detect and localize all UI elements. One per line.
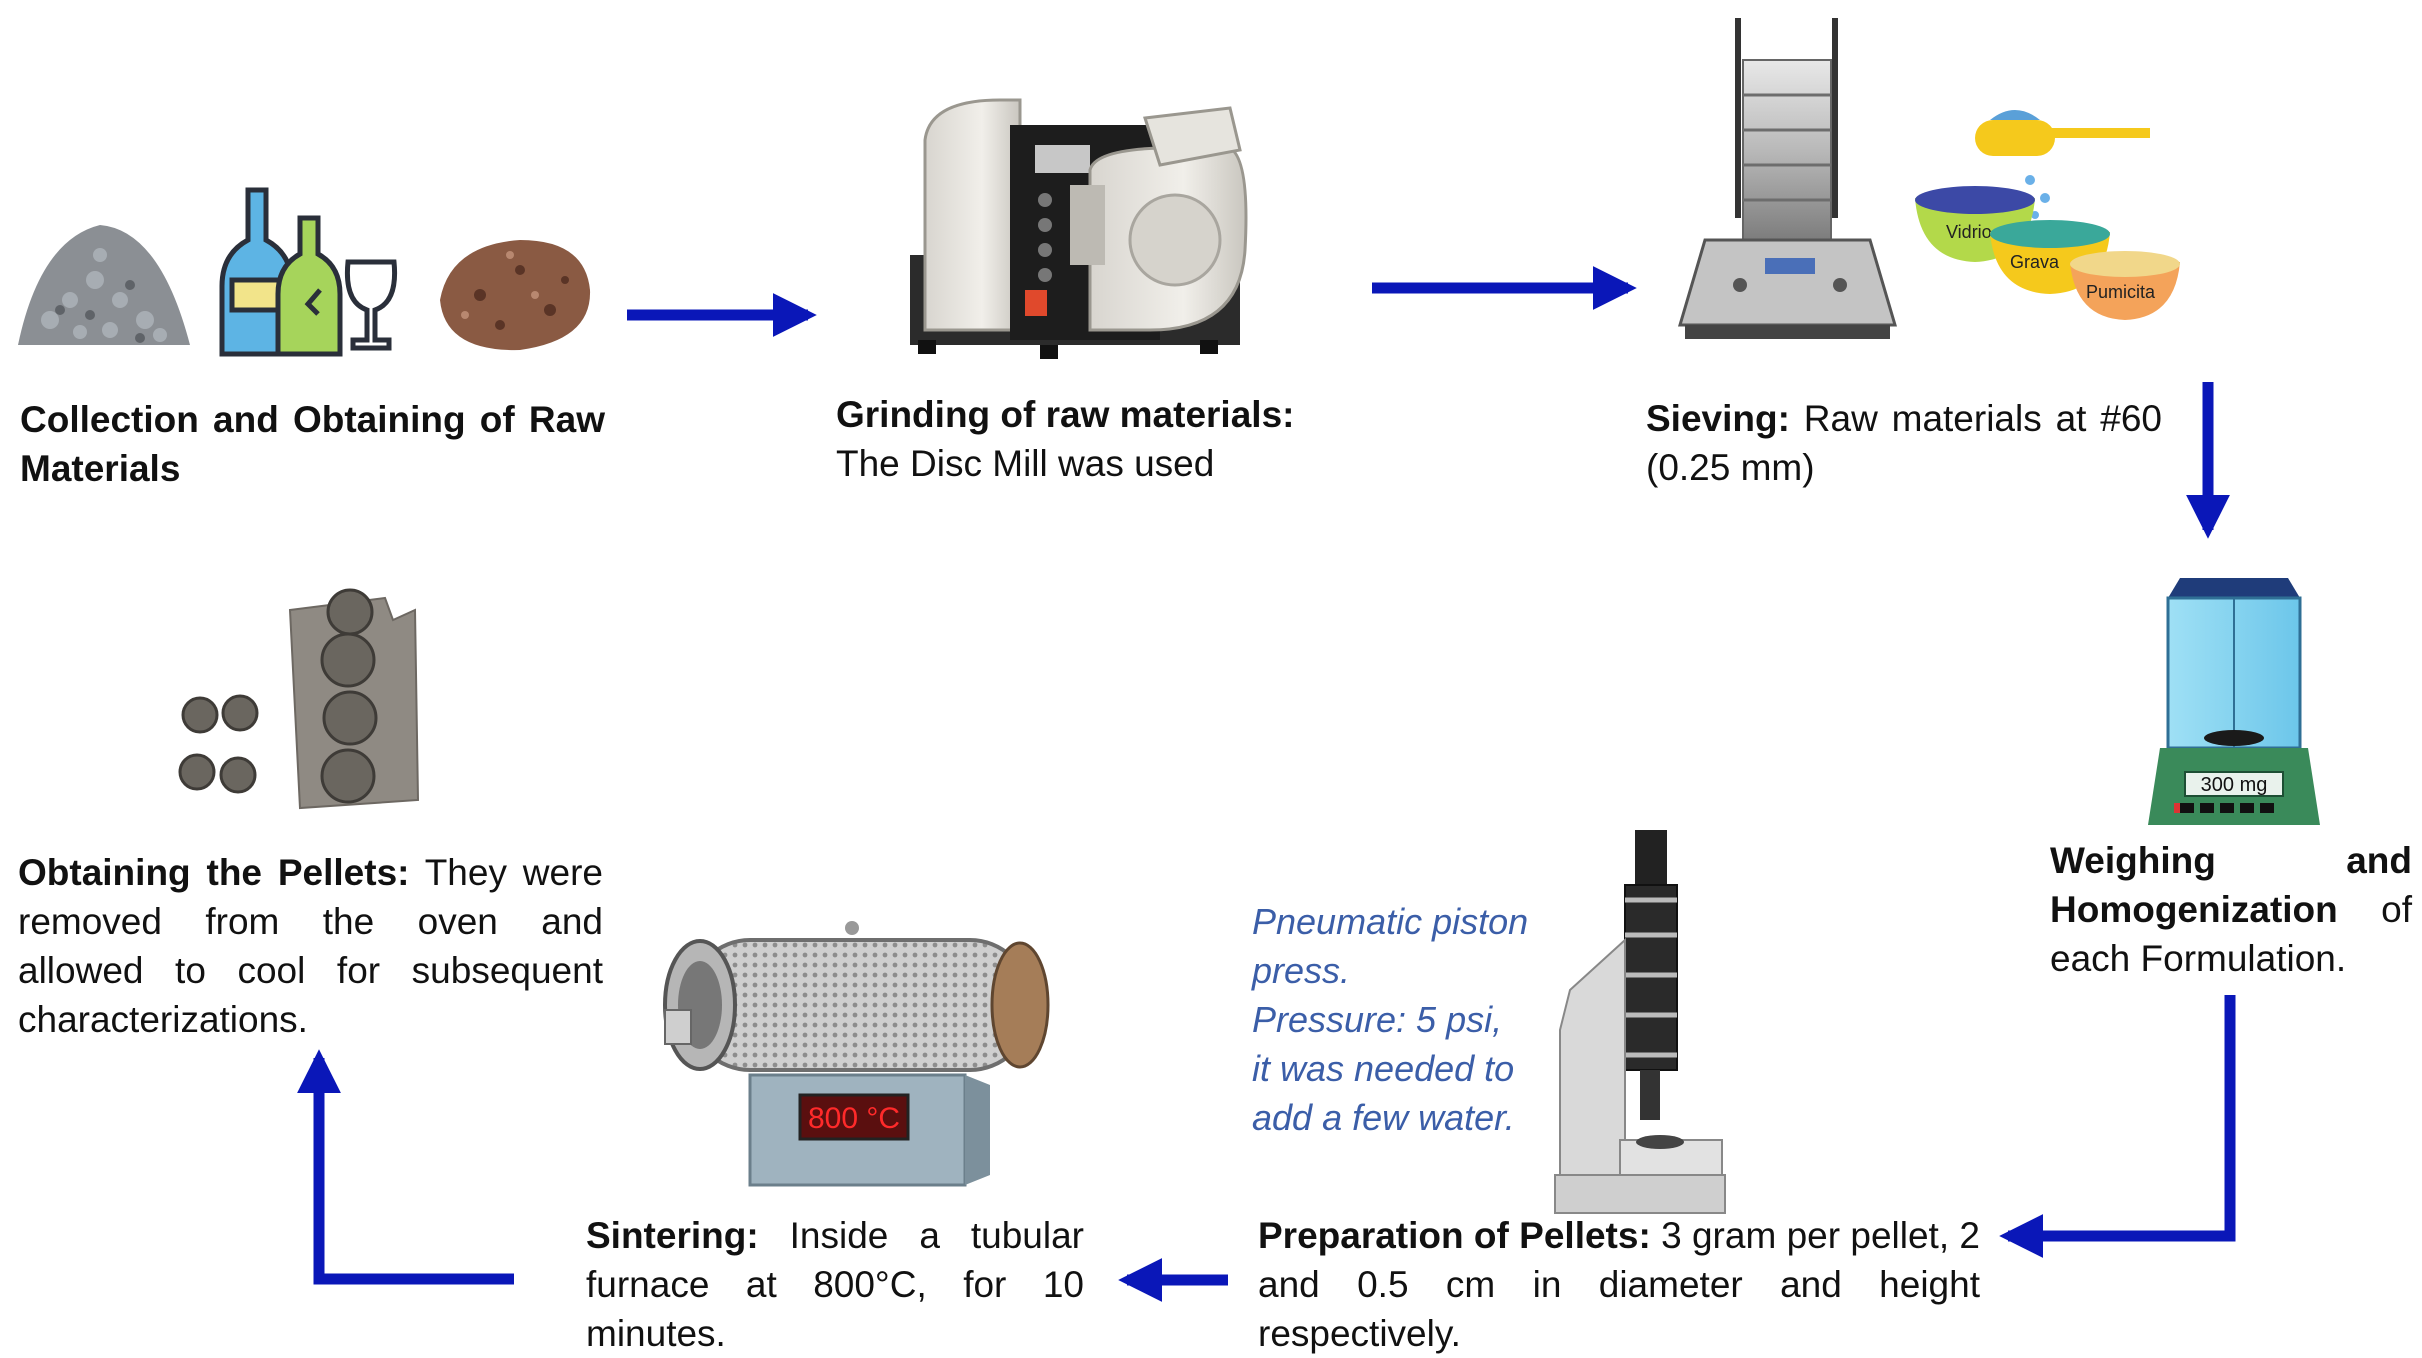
caption-weighing-text: of each Formulation. — [2050, 889, 2412, 979]
furnace-display: 800 °C — [808, 1102, 900, 1135]
caption-sintering-title: Sintering: — [586, 1215, 759, 1256]
caption-sintering: Sintering: Inside a tubular furnace at 8… — [586, 1211, 1084, 1358]
sieve-shaker-icon — [1677, 18, 1898, 339]
pumice-stone-icon — [440, 240, 591, 351]
caption-collection-title: Collection and Obtaining of Raw Material… — [20, 399, 605, 489]
caption-collection: Collection and Obtaining of Raw Material… — [20, 395, 605, 493]
caption-grinding: Grinding of raw materials: The Disc Mill… — [836, 390, 1356, 488]
bottles-icon — [219, 187, 398, 357]
caption-preparation-title: Preparation of Pellets: — [1258, 1215, 1651, 1256]
bowl-label-pumice: Pumicita — [2086, 282, 2156, 302]
caption-obtaining: Obtaining the Pellets: They were removed… — [18, 848, 603, 1044]
caption-grinding-title: Grinding of raw materials: — [836, 394, 1295, 435]
analytical-balance-icon: 300 mg — [2148, 578, 2320, 825]
caption-obtaining-title: Obtaining the Pellets: — [18, 852, 410, 893]
caption-grinding-text: The Disc Mill was used — [836, 443, 1215, 484]
gravel-icon — [18, 225, 190, 345]
arrow-sintering-to-obtaining — [297, 1049, 514, 1285]
caption-weighing-title: Weighing and Homogenization — [2050, 840, 2412, 930]
caption-sieving-text: Raw materials at #60 (0.25 mm) — [1646, 398, 2162, 488]
powder-bowls-icon: Vidrio Grava Pumicita — [1915, 110, 2180, 320]
press-note: Pneumatic piston press. Pressure: 5 psi,… — [1252, 901, 1529, 1138]
balance-display: 300 mg — [2201, 774, 2268, 796]
bowl-label-glass: Vidrio — [1946, 222, 1992, 242]
pellets-icon — [178, 588, 420, 810]
caption-sieving: Sieving: Raw materials at #60 (0.25 mm) — [1646, 394, 2162, 492]
bowl-label-gravel: Grava — [2010, 252, 2060, 272]
disc-mill-icon — [910, 98, 1248, 359]
caption-weighing: Weighing and Homogenization of each Form… — [2050, 836, 2412, 983]
caption-sintering-text: Inside a tubular furnace at 800°C, for 1… — [586, 1215, 1084, 1354]
caption-preparation: Preparation of Pellets: 3 gram per pelle… — [1258, 1211, 1980, 1358]
caption-preparation-text: 3 gram per pellet, 2 and 0.5 cm in diame… — [1258, 1215, 1980, 1354]
tube-furnace-icon: 800 °C — [663, 921, 1050, 1187]
arrow-weighing-to-preparation — [1999, 995, 2236, 1258]
caption-sieving-title: Sieving: — [1646, 398, 1790, 439]
caption-obtaining-text: They were removed from the oven and allo… — [18, 852, 603, 1040]
pellet-press-icon — [1554, 830, 1726, 1214]
arrows — [297, 266, 2236, 1302]
